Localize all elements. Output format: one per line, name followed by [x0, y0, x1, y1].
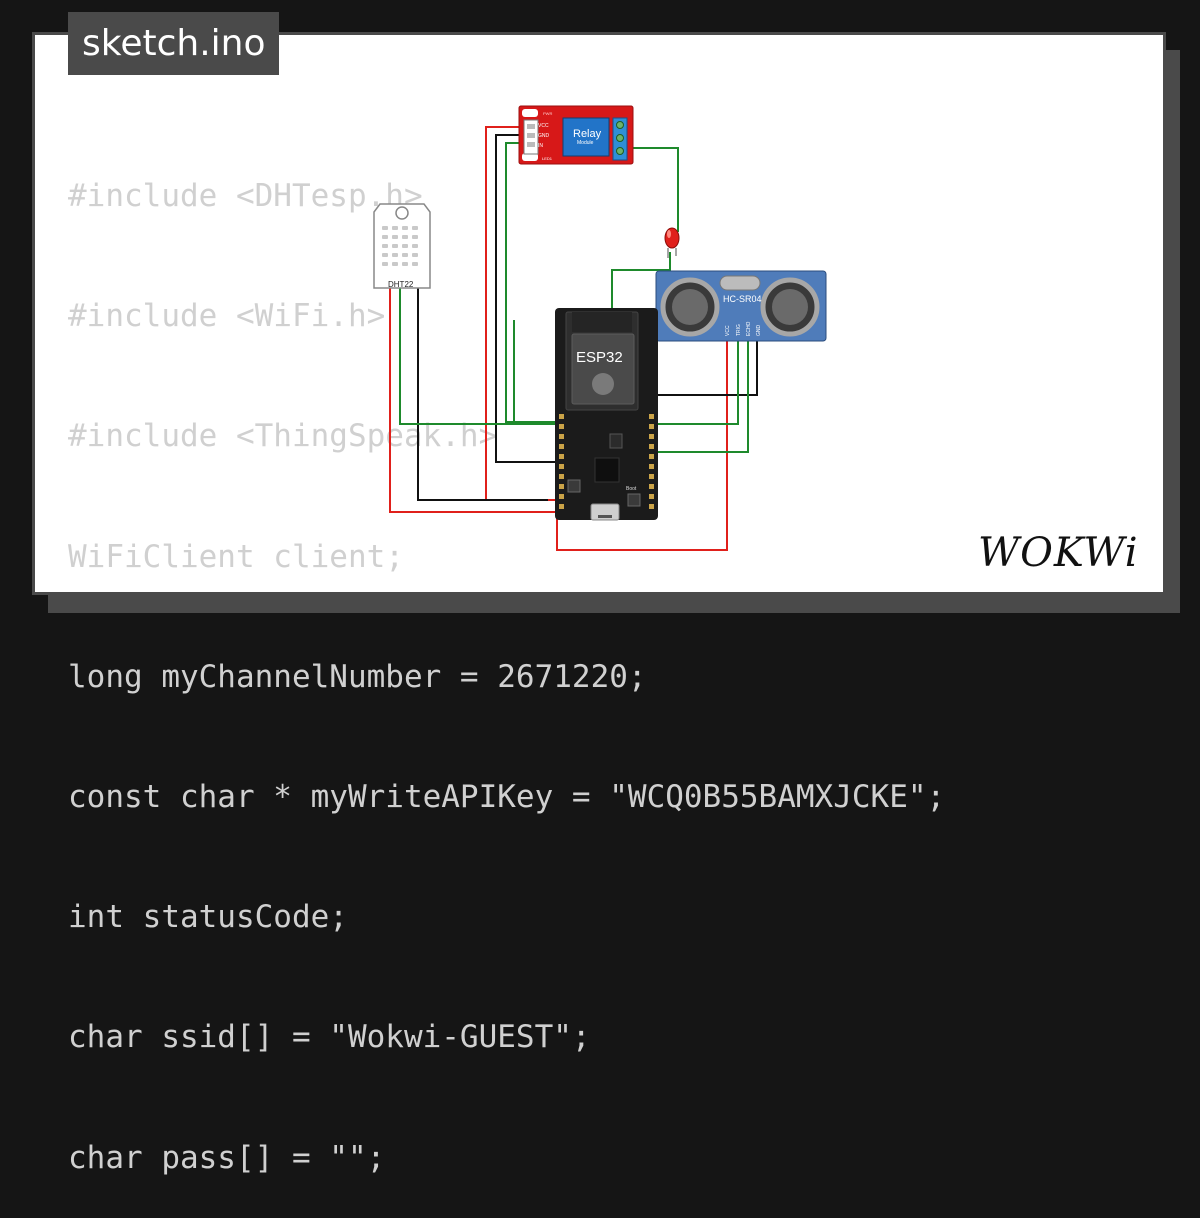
red-led[interactable] [664, 227, 680, 258]
relay-mount-hole [522, 109, 538, 117]
relay-screw [616, 147, 624, 155]
dht22-sensor[interactable]: DHT22 [373, 203, 431, 289]
hc-sr04-pin-echo: ECHO [746, 321, 752, 336]
code-line: int statusCode; [68, 899, 348, 936]
code-line: WiFiClient client; [68, 538, 404, 575]
wires [389, 126, 758, 551]
relay-module[interactable]: PWR VCC GND IN LED1 Relay Module [518, 105, 634, 165]
wire-green-sensor-echo [658, 330, 749, 453]
hc-sr04-pin-trig: TRIG [736, 324, 742, 336]
esp32-button-en [567, 479, 581, 493]
dht22-label: DHT22 [388, 280, 414, 289]
hc-sr04-mesh-left [672, 289, 708, 325]
espressif-icon [592, 373, 614, 395]
esp32-board[interactable]: ESP32 Boot [555, 308, 658, 521]
relay-led-label: LED1 [542, 156, 553, 161]
hc-sr04-pin-vcc: VCC [725, 325, 731, 336]
relay-pin [527, 124, 535, 129]
circuit-diagram: PWR VCC GND IN LED1 Relay Module DHT22 [373, 105, 827, 551]
esp32-pin-row-right [649, 414, 654, 509]
relay-subtitle: Module [577, 140, 594, 146]
hc-sr04-label: HC-SR04 [723, 294, 762, 304]
esp32-shield [571, 333, 635, 405]
wire-green-relay-in [505, 142, 555, 423]
code-line: char pass[] = ""; [68, 1139, 386, 1176]
wire-red-dht-vcc [389, 285, 555, 513]
hc-sr04-mesh-right [772, 289, 808, 325]
wire-black-dht-gnd [417, 285, 548, 501]
code-line: #include <WiFi.h> [68, 298, 386, 335]
relay-pin-vcc: VCC [538, 123, 549, 129]
esp32-boot-label: Boot [626, 486, 637, 492]
esp32-regulator [609, 433, 623, 449]
code-line: char ssid[] = "Wokwi-GUEST"; [68, 1019, 591, 1056]
wire-black-relay-gnd [495, 134, 555, 463]
wokwi-logo-text: WOKWi [978, 530, 1139, 576]
wire-green-led [611, 252, 671, 330]
hc-sr04-sensor[interactable]: HC-SR04 VCC TRIG ECHO GND [655, 270, 827, 342]
hc-sr04-pin-gnd: GND [756, 325, 762, 337]
led-highlight [667, 230, 671, 238]
relay-screw [616, 134, 624, 142]
wokwi-logo: WOKWi [978, 530, 1139, 576]
led-dome [664, 227, 680, 249]
dht22-grill [382, 226, 418, 266]
esp32-antenna [572, 312, 632, 332]
usb-port-slot [598, 515, 612, 518]
filename-tab[interactable]: sketch.ino [68, 12, 280, 75]
esp32-pin-row-left [559, 414, 564, 509]
code-line: const char * myWriteAPIKey = "WCQ0B55BAM… [68, 778, 946, 815]
relay-title: Relay [573, 128, 602, 140]
esp32-chip [594, 457, 620, 483]
wire-red-sensor-vcc [556, 330, 728, 551]
relay-mount-hole [522, 153, 538, 161]
wire-green-relay-led [632, 147, 679, 232]
dht22-mount-hole [395, 206, 409, 220]
hc-sr04-crystal [719, 275, 761, 291]
relay-label-pwr: PWR [543, 111, 552, 116]
relay-pin [527, 133, 535, 138]
relay-screw [616, 121, 624, 129]
relay-pin-in: IN [538, 143, 543, 149]
esp32-label: ESP32 [576, 349, 623, 366]
relay-pin [527, 142, 535, 147]
esp32-button-boot [627, 493, 641, 507]
relay-block [562, 117, 610, 157]
wire-black-sensor-gnd [658, 330, 758, 396]
code-line: long myChannelNumber = 2671220; [68, 658, 647, 695]
relay-pin-gnd: GND [538, 133, 550, 139]
